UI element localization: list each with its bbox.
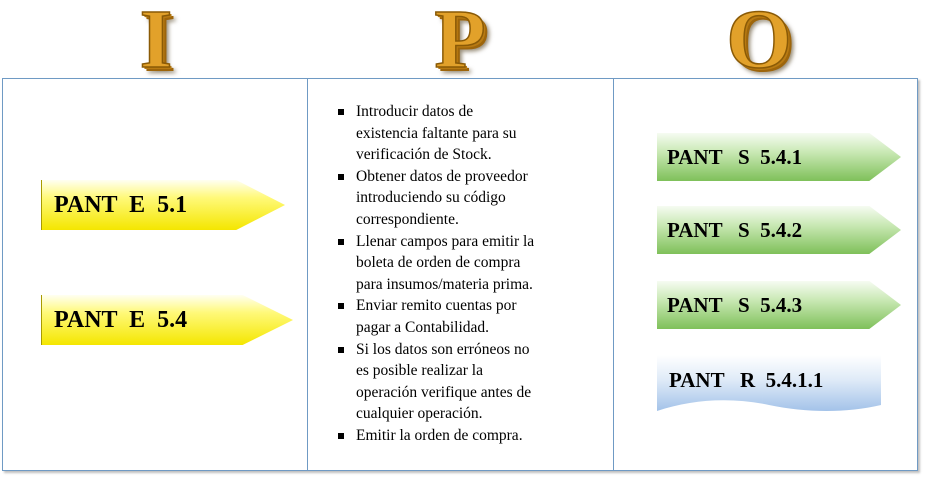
input-header-letter: I: [139, 0, 173, 86]
square-bullet-icon: [338, 109, 344, 115]
output-screen-arrow: PANT S 5.4.2: [657, 206, 901, 254]
process-step-text: Introducir datos de existencia faltante …: [356, 103, 517, 164]
ipo-table: PANT E 5.1 PANT E 5.4 Introducir datos d…: [2, 78, 918, 471]
process-step: Llenar campos para emitir la boleta de o…: [334, 231, 609, 296]
process-step-text: Emitir la orden de compra.: [356, 426, 523, 444]
process-step-text: Si los datos son erróneos no es posible …: [356, 340, 532, 423]
input-screen-arrow: PANT E 5.1: [41, 180, 285, 230]
output-column: PANT S 5.4.1 PANT S 5.4.2 PANT S 5.4.3 P…: [614, 79, 917, 470]
process-step-text: Enviar remito cuentas por pagar a Contab…: [356, 297, 517, 336]
square-bullet-icon: [338, 346, 344, 353]
report-label: PANT R 5.4.1.1: [669, 367, 824, 392]
process-column: Introducir datos de existencia faltante …: [308, 79, 614, 470]
process-step-text: Llenar campos para emitir la boleta de o…: [356, 232, 535, 293]
process-step: Si los datos son erróneos no es posible …: [334, 339, 609, 425]
process-step: Introducir datos de existencia faltante …: [334, 101, 609, 166]
process-header-letter: P: [434, 0, 487, 86]
input-screen-label: PANT E 5.4: [54, 306, 188, 333]
square-bullet-icon: [338, 432, 344, 439]
input-screen-label: PANT E 5.1: [54, 191, 188, 218]
output-screen-label: PANT S 5.4.2: [667, 217, 803, 242]
report-document-shape: PANT R 5.4.1.1: [657, 355, 881, 413]
square-bullet-icon: [338, 303, 344, 310]
process-step-list: Introducir datos de existencia faltante …: [334, 101, 609, 447]
square-bullet-icon: [338, 173, 344, 180]
process-step: Enviar remito cuentas por pagar a Contab…: [334, 295, 609, 338]
output-screen-arrow: PANT S 5.4.1: [657, 133, 901, 181]
process-step: Obtener datos de proveedor introduciendo…: [334, 166, 609, 231]
output-screen-arrow: PANT S 5.4.3: [657, 281, 901, 329]
output-header-letter: O: [726, 0, 793, 86]
input-screen-arrow: PANT E 5.4: [41, 295, 293, 345]
square-bullet-icon: [338, 238, 344, 245]
output-screen-label: PANT S 5.4.1: [667, 144, 803, 169]
process-step-text: Obtener datos de proveedor introduciendo…: [356, 167, 528, 228]
process-step: Emitir la orden de compra.: [334, 425, 609, 447]
input-column: PANT E 5.1 PANT E 5.4: [3, 79, 308, 470]
output-screen-label: PANT S 5.4.3: [667, 292, 803, 317]
